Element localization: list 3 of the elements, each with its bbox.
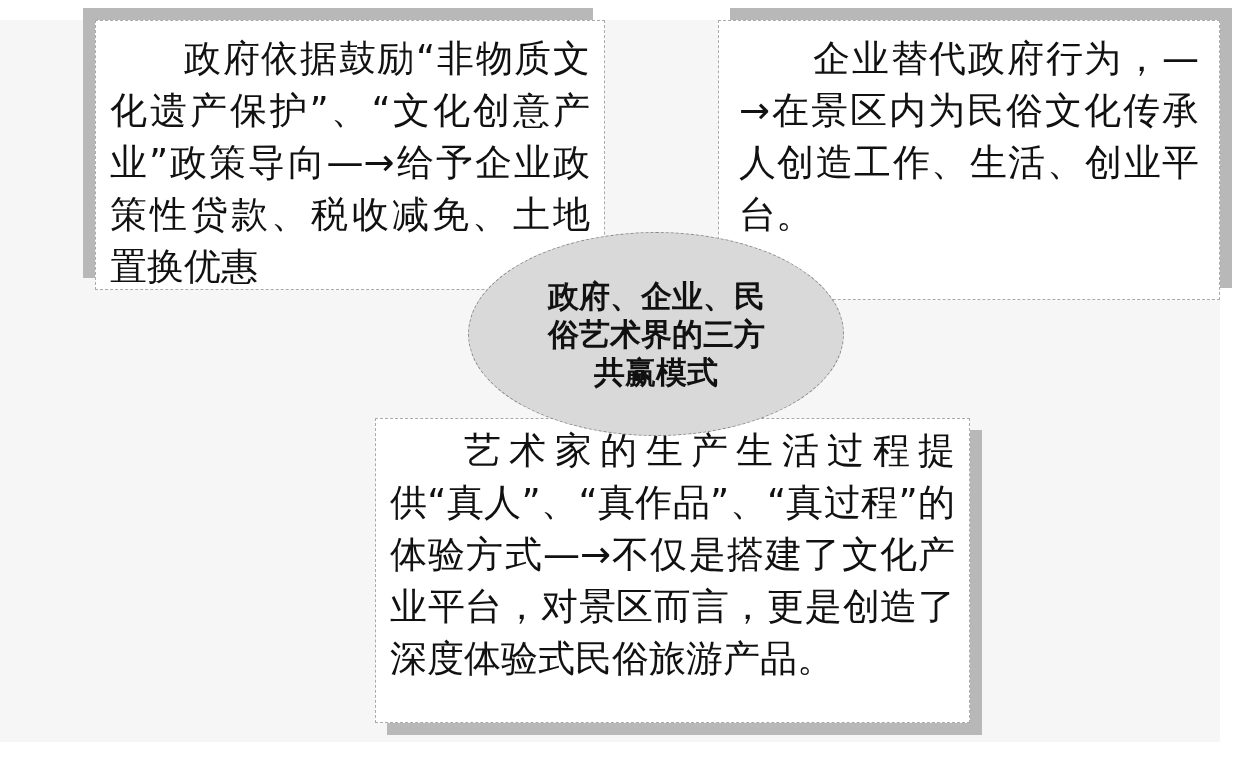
body-text: 艺术家的生产生活过程提供“真人”、“真作品”、“真过程”的体验方式—→不仅是搭建了文化产业平台，对景区而言，更是创造了深度体验式民俗旅游产品。 bbox=[390, 428, 955, 682]
body-text: 企业替代政府行为，—→在景区内为民俗文化传承人创造工作、生活、创业平台。 bbox=[739, 36, 1199, 238]
text-box bbox=[375, 418, 970, 723]
